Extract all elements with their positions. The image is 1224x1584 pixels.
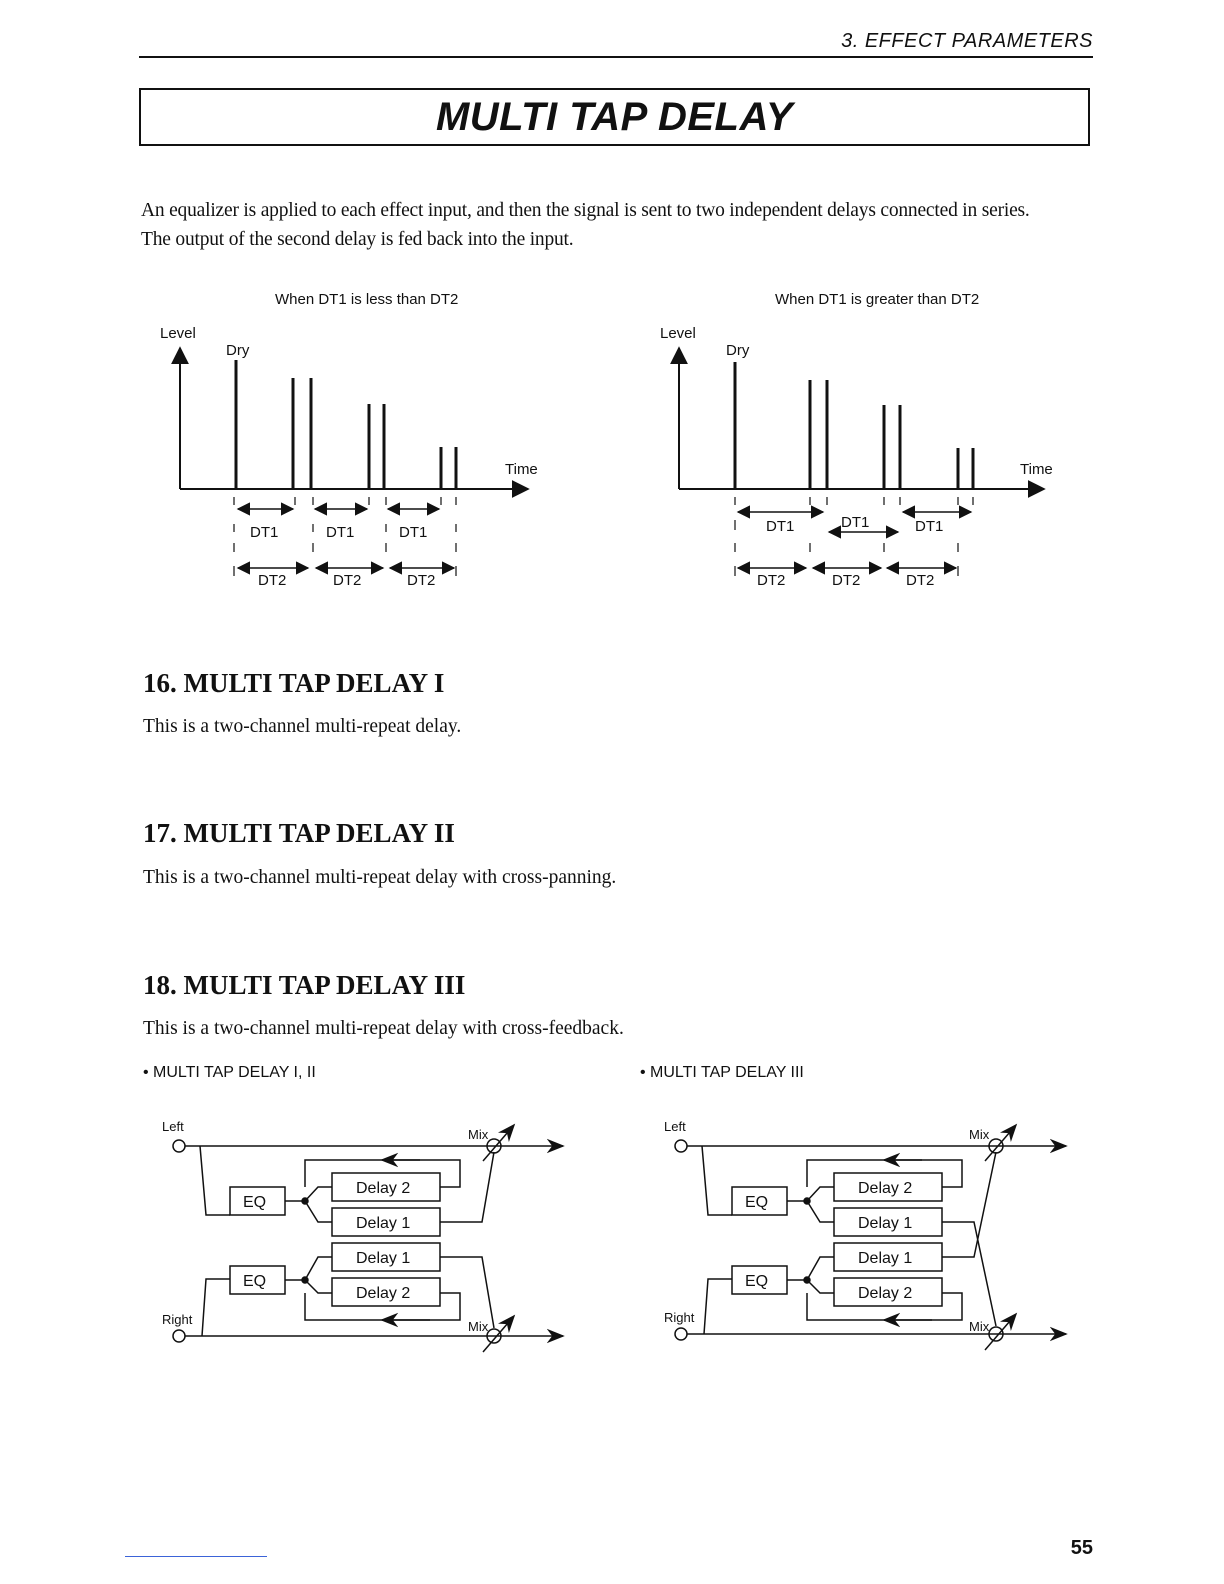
mix-label: Mix	[468, 1127, 489, 1142]
dt2-label: DT2	[832, 572, 860, 589]
dt1-label: DT1	[915, 518, 943, 535]
delay2-box-bottom	[331, 1277, 441, 1307]
header-rule	[139, 56, 1093, 58]
block-diagram-label-right: • MULTI TAP DELAY III	[640, 1064, 804, 1081]
dt1-label: DT1	[766, 518, 794, 535]
cross-feedback-line	[942, 1221, 997, 1327]
left-input-label: Left	[664, 1119, 686, 1134]
dt2-label: DT2	[757, 572, 785, 589]
eq-label: EQ	[243, 1194, 266, 1211]
tick-marks	[233, 497, 457, 576]
delay2-box-bottom	[833, 1277, 943, 1307]
block-diagram-right: Left Right EQ EQ Delay 2	[664, 1119, 1068, 1351]
title-box: MULTI TAP DELAY	[139, 88, 1090, 146]
dt1-label: DT1	[250, 524, 278, 541]
footer-line	[125, 1556, 267, 1557]
level-label: Level	[160, 325, 196, 342]
section-heading-16: 16. MULTI TAP DELAY I	[143, 668, 445, 698]
mix-label: Mix	[468, 1319, 489, 1334]
right-input-jack	[674, 1327, 688, 1341]
dt1-label: DT1	[841, 514, 869, 531]
mix-label: Mix	[969, 1319, 990, 1334]
page-title: MULTI TAP DELAY	[435, 94, 794, 139]
running-header: 3. EFFECT PARAMETERS	[841, 30, 1093, 52]
mix-knob-top	[988, 1138, 1004, 1154]
delay1-label: Delay 1	[858, 1250, 912, 1267]
feedback-loop-bottom	[304, 1292, 461, 1321]
delay1-label: Delay 1	[356, 1215, 410, 1232]
mix-knob-bottom	[486, 1328, 502, 1344]
eq-label: EQ	[745, 1273, 768, 1290]
tap-bars	[234, 360, 458, 489]
delay1-label: Delay 1	[356, 1250, 410, 1267]
tick-marks	[734, 497, 974, 576]
section-body-16: This is a two-channel multi-repeat delay…	[143, 716, 462, 737]
delay2-label: Delay 2	[356, 1285, 410, 1302]
level-label: Level	[660, 325, 696, 342]
eq-label: EQ	[745, 1194, 768, 1211]
dt1-arrows	[736, 505, 973, 539]
dt1-label: DT1	[326, 524, 354, 541]
time-label: Time	[505, 461, 538, 478]
right-input-label: Right	[162, 1312, 193, 1327]
intro-line-2: The output of the second delay is fed ba…	[141, 229, 574, 250]
eq-label: EQ	[243, 1273, 266, 1290]
section-body-17: This is a two-channel multi-repeat delay…	[143, 867, 617, 888]
dt2-label: DT2	[333, 572, 361, 589]
dt2-label: DT2	[407, 572, 435, 589]
timing-caption-right: When DT1 is greater than DT2	[775, 291, 980, 308]
section-heading-17: 17. MULTI TAP DELAY II	[143, 818, 455, 848]
cross-feedback-line	[942, 1151, 997, 1258]
delay2-label: Delay 2	[858, 1285, 912, 1302]
timing-diagram-left: Level Dry Time DT1 DT1 DT1 DT2 DT2 DT2	[160, 325, 538, 589]
delay1-label: Delay 1	[858, 1215, 912, 1232]
feedback-loop-top	[806, 1159, 963, 1188]
feedback-loop-bottom	[806, 1292, 963, 1321]
timing-diagram-right: Level Dry Time DT1 DT1 DT1 DT2 DT2 DT2	[660, 325, 1053, 589]
left-input-label: Left	[162, 1119, 184, 1134]
block-diagram-label-left: • MULTI TAP DELAY I, II	[143, 1064, 316, 1081]
time-label: Time	[1020, 461, 1053, 478]
delay2-label: Delay 2	[858, 1180, 912, 1197]
dt2-label: DT2	[906, 572, 934, 589]
block-diagram-left: Left Right EQ EQ Delay 2	[162, 1119, 565, 1353]
timing-caption-left: When DT1 is less than DT2	[275, 291, 459, 308]
intro-line-1: An equalizer is applied to each effect i…	[141, 200, 1030, 221]
mix-knob-bottom	[988, 1326, 1004, 1342]
feedback-loop-top	[304, 1159, 461, 1188]
mix-knob-top	[486, 1138, 502, 1154]
section-body-18: This is a two-channel multi-repeat delay…	[143, 1018, 624, 1039]
mix-label: Mix	[969, 1127, 990, 1142]
dry-label: Dry	[226, 342, 250, 359]
tap-bars	[733, 362, 975, 489]
page-number: 55	[1070, 1537, 1093, 1559]
dry-label: Dry	[726, 342, 750, 359]
left-input-jack	[674, 1139, 688, 1153]
section-heading-18: 18. MULTI TAP DELAY III	[143, 970, 466, 1000]
dt1-label: DT1	[399, 524, 427, 541]
delay2-label: Delay 2	[356, 1180, 410, 1197]
right-input-label: Right	[664, 1310, 695, 1325]
dt2-label: DT2	[258, 572, 286, 589]
